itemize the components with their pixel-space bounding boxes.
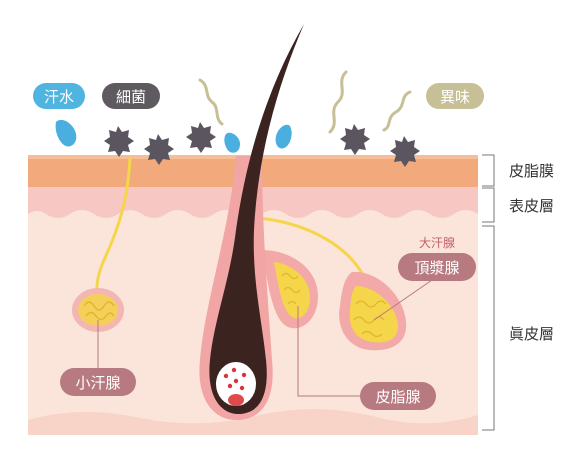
- sweat-drop-icon: [224, 132, 240, 153]
- bracket-sebum: [482, 154, 495, 187]
- badge-bacteria-label: 細菌: [116, 88, 146, 106]
- hair-follicle: [199, 24, 304, 420]
- badge-odor: 異味: [426, 83, 484, 109]
- bacteria-icon: [390, 136, 420, 167]
- apocrine-coil: [349, 286, 399, 343]
- bacteria-icon: [186, 122, 216, 153]
- callout-sebaceous: 皮脂腺: [360, 382, 436, 410]
- apocrine-gland: [257, 216, 407, 351]
- odor-wave-icon: [382, 90, 412, 132]
- bacteria-icon: [104, 126, 134, 157]
- papilla-vessel: [228, 394, 244, 406]
- callout-eccrine: 小汗腺: [60, 368, 136, 396]
- layer-brackets: [482, 154, 495, 431]
- sebaceous-gland: [262, 250, 318, 329]
- eccrine-coil-lines: [83, 301, 115, 321]
- label-epidermis: 表皮層: [509, 197, 554, 215]
- subcutaneous-edge: [28, 409, 478, 435]
- papilla-cells: [223, 367, 247, 391]
- callout-eccrine-label: 小汗腺: [75, 374, 120, 392]
- bacteria-icon: [144, 134, 174, 165]
- badge-sweat-water: 汗水: [33, 83, 85, 109]
- bacteria-icon: [340, 124, 370, 155]
- callout-apocrine-label: 頂漿腺: [414, 259, 459, 277]
- bracket-epidermis: [482, 187, 495, 223]
- bracket-dermis: [482, 225, 495, 431]
- badge-odor-label: 異味: [440, 88, 470, 106]
- hair-bulb-papilla: [216, 362, 256, 406]
- badge-bacteria: 細菌: [102, 83, 160, 109]
- odor-wave-icon: [198, 78, 224, 126]
- callout-apocrine-title: 大汗腺: [419, 236, 455, 250]
- callout-apocrine: 頂漿腺: [398, 253, 476, 281]
- eccrine-gland: [72, 157, 132, 332]
- badge-sweat-water-label: 汗水: [44, 88, 74, 106]
- callout-lines: [97, 279, 433, 397]
- label-dermis: 眞皮層: [509, 325, 554, 343]
- bacteria-group: [104, 122, 420, 167]
- sebaceous-leader: [297, 306, 360, 397]
- sweat-drop-icon: [275, 124, 292, 149]
- sweat-drops: [55, 119, 292, 153]
- callout-sebaceous-label: 皮脂腺: [375, 388, 420, 406]
- sebaceous-coil-lines: [281, 272, 301, 305]
- hair-shaft: [209, 24, 304, 414]
- sweat-drop-icon: [55, 119, 77, 147]
- odor-waves: [198, 70, 412, 134]
- label-sebum-film: 皮脂膜: [509, 162, 554, 180]
- odor-wave-icon: [328, 70, 348, 134]
- apocrine-leader: [373, 279, 433, 321]
